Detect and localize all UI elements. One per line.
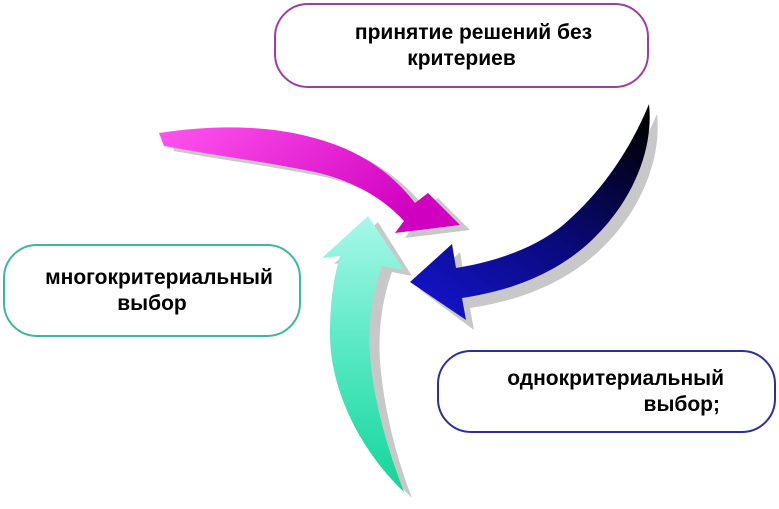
multicriteria-choice-line1: многокритериальный xyxy=(45,265,273,289)
multicriteria-choice-box: многокритериальный выбор xyxy=(3,244,301,337)
decision-without-criteria-line1: принятие решений без xyxy=(354,20,593,44)
green-arrow xyxy=(322,216,404,492)
single-criterion-choice-line2: выбор; xyxy=(643,392,720,416)
decision-without-criteria-box: принятие решений без критериев xyxy=(274,3,649,88)
navy-arrow xyxy=(410,104,650,320)
single-criterion-choice-line1: однокритериальный xyxy=(507,366,724,390)
single-criterion-choice-box: однокритериальный выбор; xyxy=(437,350,776,433)
decision-without-criteria-line2: критериев xyxy=(407,46,516,70)
multicriteria-choice-line2: выбор xyxy=(117,291,187,315)
magenta-arrow xyxy=(159,127,460,233)
